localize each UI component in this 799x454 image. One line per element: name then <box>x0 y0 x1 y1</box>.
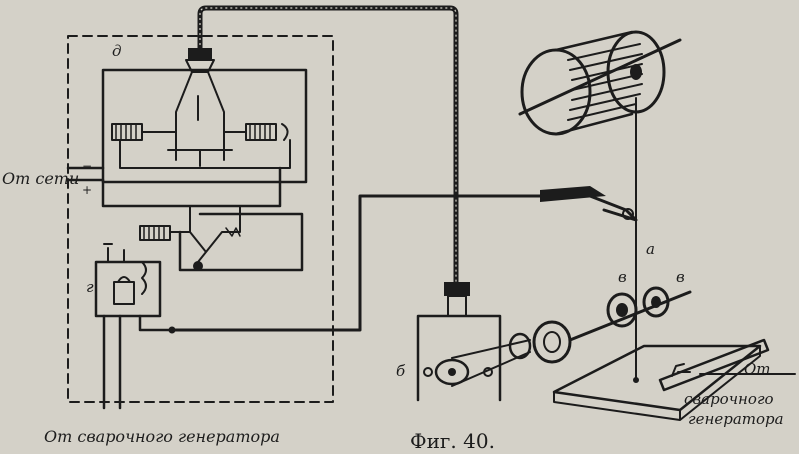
gear-train <box>508 286 692 364</box>
block-g <box>94 243 174 410</box>
relay-block <box>101 68 308 184</box>
label-b: б <box>396 362 406 380</box>
contact-clamp <box>540 186 638 222</box>
braided-cable <box>197 5 459 285</box>
label-v1: в <box>618 268 627 286</box>
label-plus: + <box>82 183 92 197</box>
label-from-welding-generator: От сварочного генератора <box>44 427 280 446</box>
top-connector <box>185 48 215 73</box>
label-g: г <box>86 278 94 296</box>
label-from-network: От сети <box>2 169 79 188</box>
motor-pulley <box>434 358 470 386</box>
feed-motor-box <box>416 282 531 402</box>
mains-input <box>66 166 282 208</box>
figure-caption: Фиг. 40. <box>410 429 495 453</box>
power-line <box>170 194 542 332</box>
label-v2: в <box>676 268 685 286</box>
feed-roller-2 <box>642 286 670 318</box>
label-right-welding: сварочного <box>684 390 774 408</box>
label-right-generator: генератора <box>688 410 784 428</box>
label-a: а <box>646 240 655 258</box>
wire-spool <box>518 30 682 136</box>
control-cabinet-outline <box>67 35 334 403</box>
label-d: д <box>112 42 122 60</box>
label-minus: − <box>82 159 92 173</box>
label-right-from: От <box>744 360 771 378</box>
workpiece <box>552 338 770 421</box>
lower-relay <box>139 205 304 272</box>
